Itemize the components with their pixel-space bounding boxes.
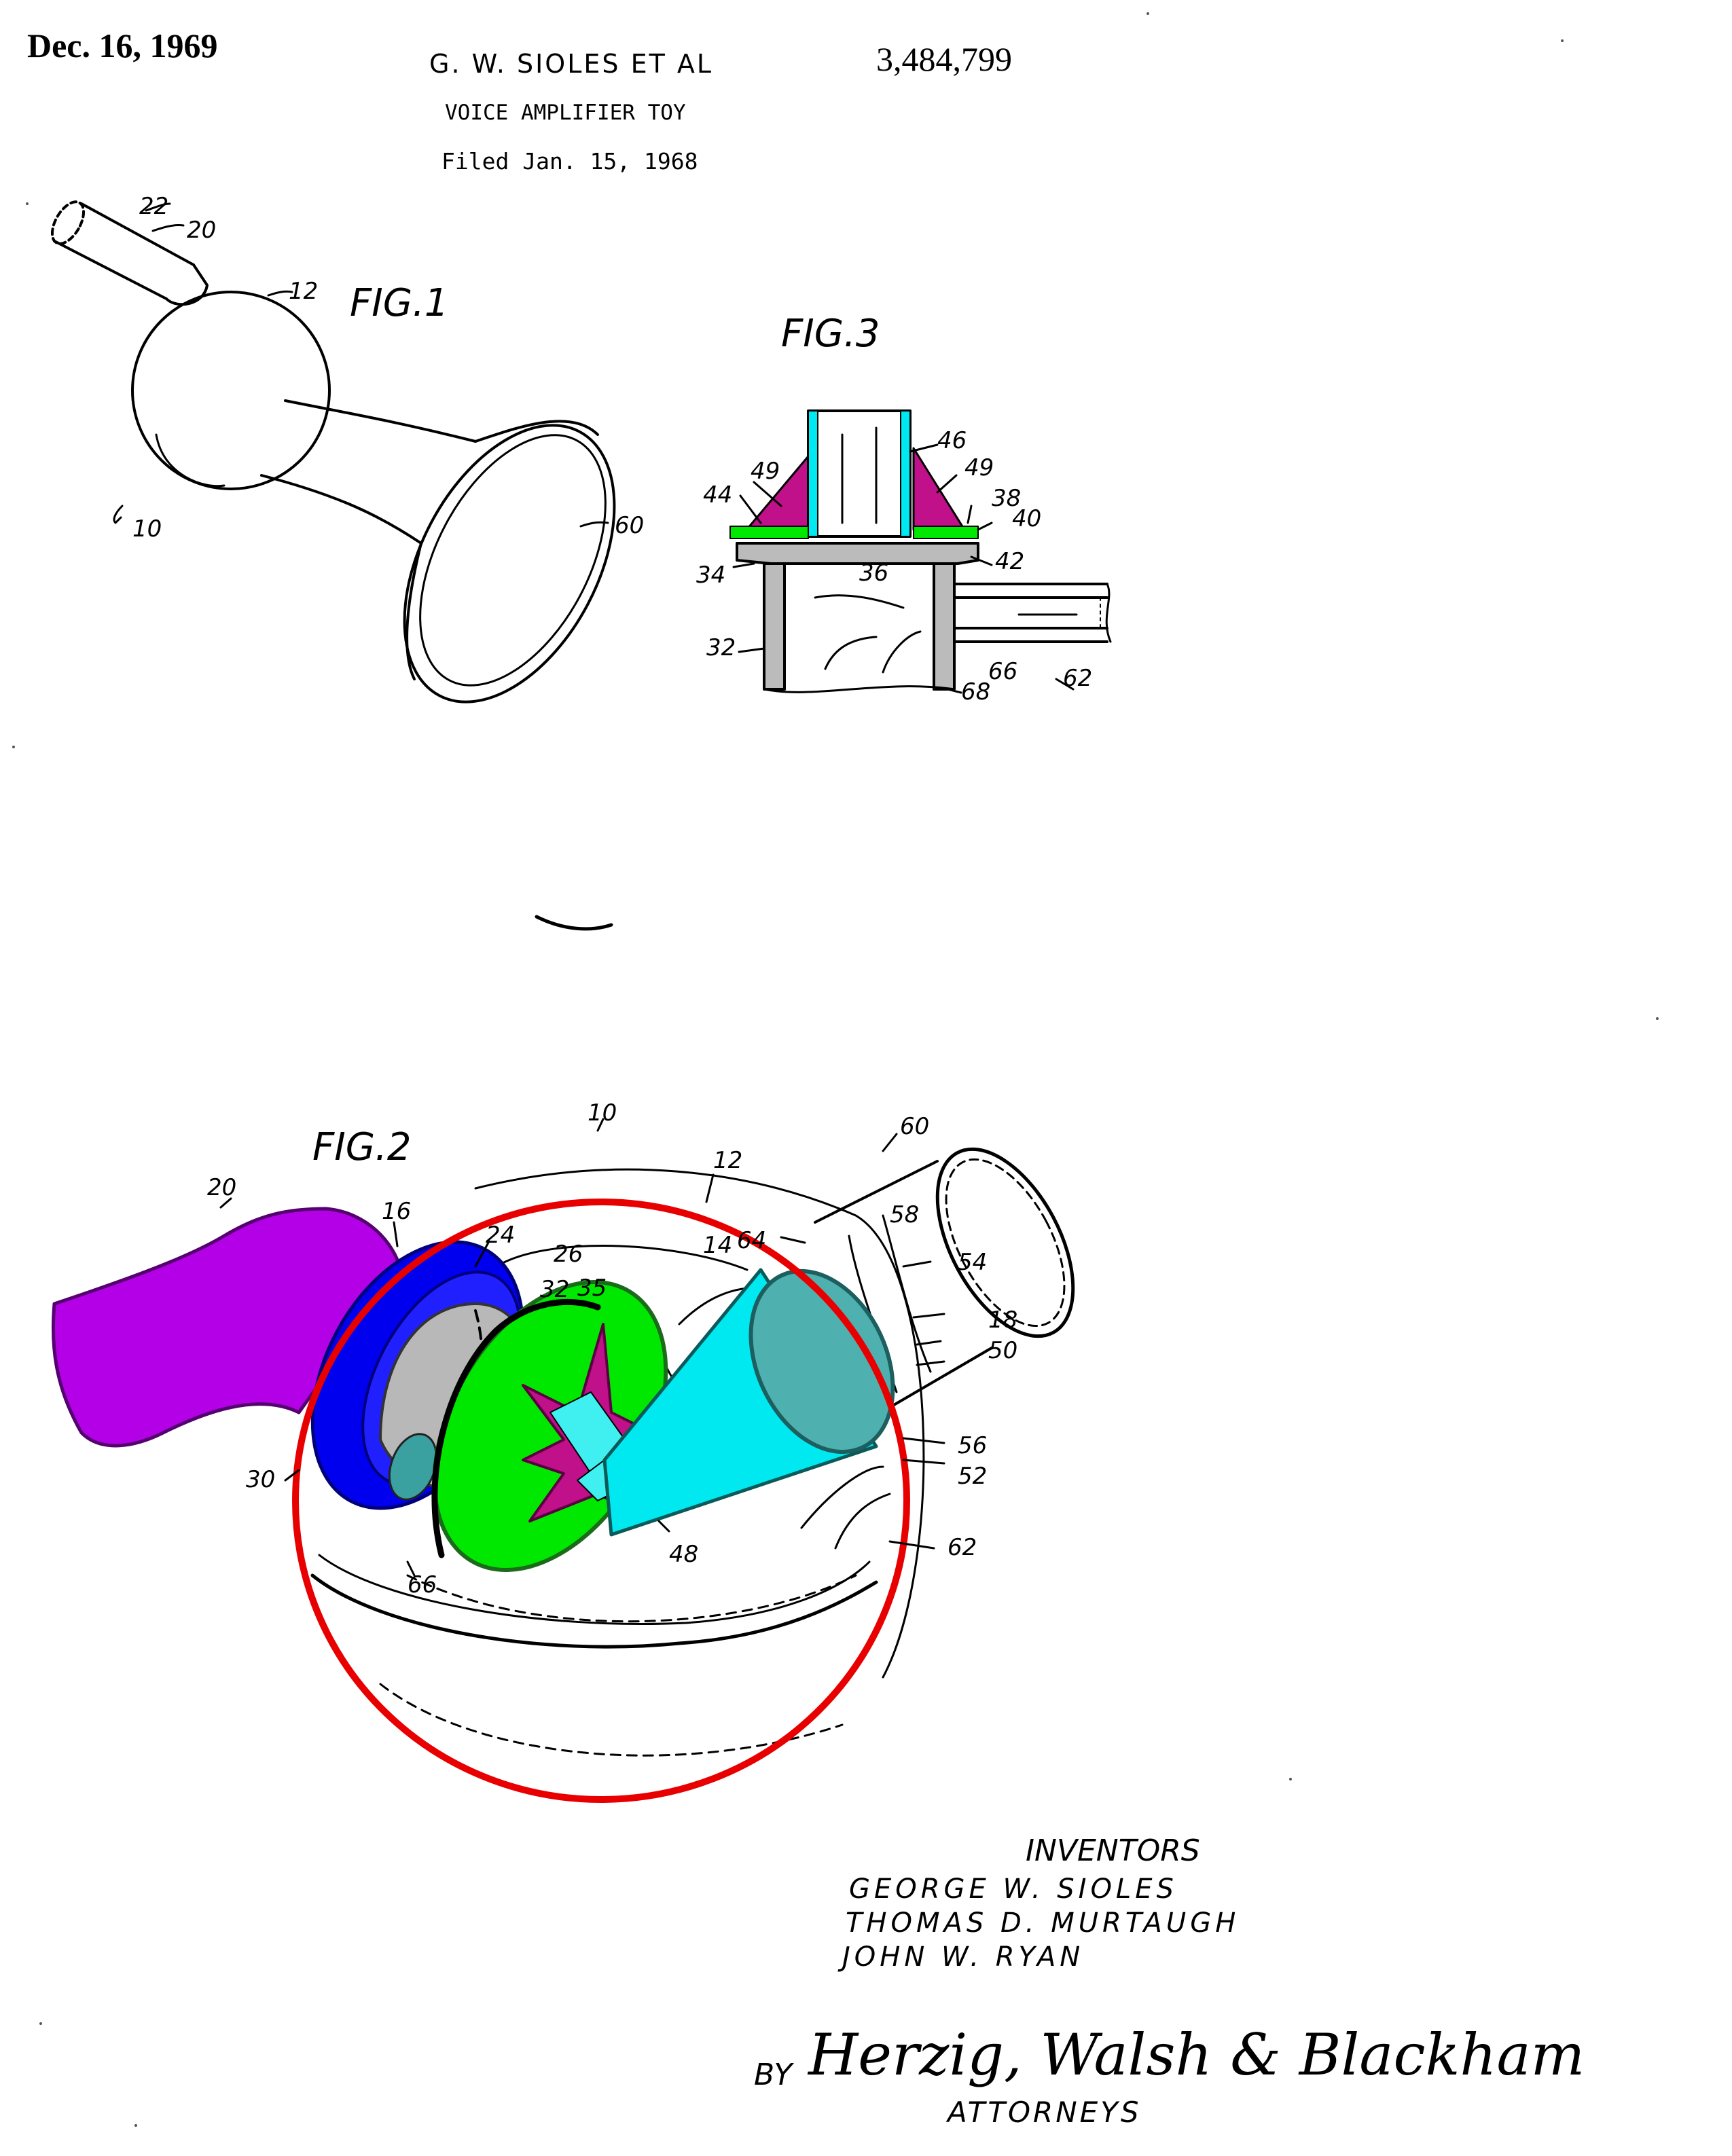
inventors-heading: INVENTORS	[1026, 1833, 1200, 1868]
attorneys-label: ATTORNEYS	[945, 2096, 1142, 2129]
fig2-ref: 10	[588, 1099, 617, 1127]
fig3-ref: 38	[992, 485, 1021, 512]
fig2-ref: 32	[540, 1276, 569, 1303]
fig2-ref: 16	[382, 1198, 411, 1225]
fig1-ref: 20	[187, 217, 216, 244]
fig2-ref: 62	[948, 1534, 977, 1561]
fig2-ref: 66	[408, 1571, 437, 1598]
fig3-drawing	[729, 409, 1112, 694]
fig3-ref: 66	[988, 658, 1017, 685]
fig3-ref: 44	[703, 481, 732, 509]
fig2-ref: 58	[890, 1201, 919, 1228]
fig3-ref: 40	[1012, 505, 1041, 532]
fig2-ref: 24	[486, 1222, 515, 1249]
fig2-ref: 14	[703, 1232, 732, 1259]
fig1-drawing	[50, 200, 616, 704]
fig2-ref: 56	[958, 1432, 987, 1459]
patent-number: 3,484,799	[876, 40, 1012, 78]
fig2-leaders	[219, 1118, 945, 1577]
fig3-ref: 36	[859, 560, 888, 587]
fig2-ref: 54	[958, 1249, 987, 1276]
fig2-label: FIG.2	[312, 1125, 412, 1169]
patent-title: VOICE AMPLIFIER TOY	[445, 101, 686, 125]
fig2-drawing	[310, 1147, 1075, 1757]
fig3-ref: 32	[706, 634, 736, 661]
fig2-ref: 30	[246, 1466, 275, 1493]
fig3-ref: 42	[995, 548, 1024, 575]
fig2-ref: 12	[713, 1147, 742, 1174]
attorneys-by: BY	[754, 2058, 794, 2092]
fig3-ref: 68	[961, 678, 990, 706]
fig3-label: FIG.3	[781, 312, 880, 356]
fig1-ref: 22	[139, 193, 168, 220]
fig2-ref: 35	[577, 1275, 607, 1302]
fig3-ref: 46	[937, 427, 967, 454]
inventor-name: THOMAS D. MURTAUGH	[846, 1907, 1240, 1939]
fig2-ref: 18	[988, 1307, 1017, 1334]
fig1-ref: 12	[289, 278, 318, 305]
fig2-ref: 50	[988, 1337, 1017, 1364]
fig2-ref: 26	[554, 1241, 583, 1268]
fig3-ref: 49	[751, 458, 780, 485]
fig2-red-highlight	[292, 1199, 910, 1803]
filed-date: Filed Jan. 15, 1968	[441, 148, 698, 175]
fig2-ref: 20	[207, 1174, 236, 1201]
inventor-name: JOHN W. RYAN	[837, 1941, 1084, 1973]
fig2-ref: 52	[958, 1463, 987, 1490]
fig1-ref: 10	[132, 515, 162, 543]
fig1-label: FIG.1	[350, 281, 449, 325]
fig2-ref: 64	[737, 1227, 766, 1254]
fig2-ref: 60	[900, 1113, 929, 1140]
fig2-cyan-cone	[602, 1268, 878, 1537]
fig3-ref: 34	[696, 562, 725, 589]
fig2-ref: 48	[669, 1541, 698, 1568]
fig3-ref: 62	[1063, 665, 1092, 692]
fig1-ref: 60	[615, 512, 644, 539]
inventor-name: GEORGE W. SIOLES	[849, 1874, 1178, 1905]
attorneys-firm-signature: Herzig, Walsh & Blackham	[807, 2022, 1585, 2088]
inventor-short: G. W. SIOLES ET AL	[429, 49, 714, 79]
patent-date: Dec. 16, 1969	[27, 26, 218, 65]
fig3-ref: 49	[964, 454, 994, 481]
